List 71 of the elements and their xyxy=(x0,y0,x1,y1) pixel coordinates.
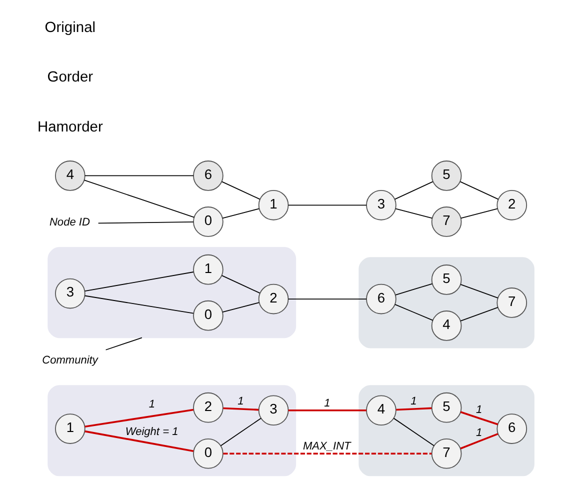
connector xyxy=(460,208,498,219)
connector xyxy=(459,181,498,200)
edge-label: 1 xyxy=(324,397,330,410)
cluster xyxy=(358,385,534,476)
connector xyxy=(222,452,432,455)
edge-label: 1 xyxy=(237,395,244,408)
connector xyxy=(83,180,194,218)
node-circle: 2 xyxy=(192,392,223,423)
node-circle: 3 xyxy=(366,190,396,220)
connector xyxy=(287,204,366,206)
node-circle: 3 xyxy=(258,395,288,426)
connector xyxy=(288,409,366,412)
connector xyxy=(460,284,498,298)
node-circle: 6 xyxy=(192,160,223,191)
connector xyxy=(460,411,498,426)
connector xyxy=(287,298,366,300)
connector xyxy=(84,430,194,452)
connector xyxy=(222,302,260,313)
edge-label: Weight = 1 xyxy=(124,426,178,438)
connector xyxy=(460,307,498,322)
connector xyxy=(392,418,434,446)
node-circle: 1 xyxy=(54,414,85,444)
node-circle: 6 xyxy=(496,414,527,444)
connector xyxy=(104,337,142,350)
connector xyxy=(394,208,432,219)
label: Hamorder xyxy=(36,119,102,136)
node-circle: 7 xyxy=(496,288,527,318)
node-circle: 0 xyxy=(192,438,223,469)
cluster xyxy=(47,247,296,338)
node-text: Node ID xyxy=(48,216,90,229)
connector xyxy=(84,175,194,176)
node-circle: 4 xyxy=(366,395,396,426)
node-circle: 5 xyxy=(430,392,462,423)
node-circle: 0 xyxy=(192,300,223,331)
edge-label: 1 xyxy=(475,404,482,416)
label: Gorder xyxy=(46,70,93,86)
connector xyxy=(84,272,194,292)
node-circle: 5 xyxy=(430,264,462,295)
connector xyxy=(221,275,260,294)
node-circle: 5 xyxy=(430,160,462,191)
connector xyxy=(221,181,260,200)
connector xyxy=(460,433,498,450)
node-circle: 4 xyxy=(54,160,85,191)
connector xyxy=(97,221,194,224)
connector xyxy=(396,407,432,411)
connector xyxy=(222,407,258,411)
node-circle: 7 xyxy=(430,438,462,469)
connector xyxy=(84,295,194,314)
connector xyxy=(84,408,194,428)
connector xyxy=(394,283,432,296)
connector xyxy=(222,208,260,219)
node-circle: 2 xyxy=(258,284,288,314)
edge-label: MAX_INT xyxy=(302,440,350,453)
connector xyxy=(394,181,433,200)
connector xyxy=(220,418,261,446)
label: Original xyxy=(44,20,96,36)
edge-label: 1 xyxy=(410,395,416,408)
node-circle: 1 xyxy=(258,190,288,220)
node-text: Community xyxy=(42,354,98,367)
node-circle: 2 xyxy=(496,190,527,220)
connector xyxy=(394,304,433,321)
node-circle: 7 xyxy=(430,206,462,237)
node-circle: 3 xyxy=(54,278,85,309)
edge-label: 1 xyxy=(475,426,482,439)
node-circle: 4 xyxy=(430,310,462,341)
node-circle: 1 xyxy=(192,254,223,285)
cluster xyxy=(358,257,534,348)
node-circle: 0 xyxy=(192,206,223,237)
cluster xyxy=(47,385,296,476)
edge-label: 1 xyxy=(148,398,154,410)
node-circle: 6 xyxy=(366,284,396,314)
